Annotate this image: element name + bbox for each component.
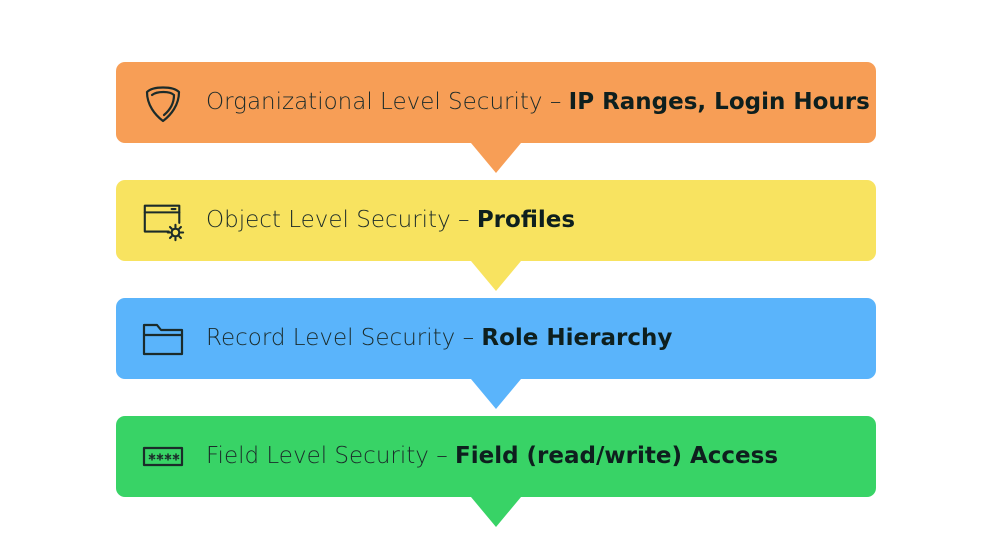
tier-separator: –	[458, 207, 470, 233]
tier-detail: Field (read/write) Access	[455, 443, 779, 469]
shield-icon	[140, 80, 186, 126]
tier-level-name: Field Level Security	[206, 443, 429, 469]
tier-detail: IP Ranges, Login Hours	[568, 89, 870, 115]
tier-label: Field Level Security – Field (read/write…	[206, 416, 856, 497]
tier-level-name: Object Level Security	[206, 207, 451, 233]
tier-level-name: Organizational Level Security	[206, 89, 543, 115]
tier-label: Object Level Security – Profiles	[206, 180, 856, 261]
folder-icon	[140, 316, 186, 362]
tier-record-level: Record Level Security – Role Hierarchy	[116, 298, 876, 409]
tier-label: Record Level Security – Role Hierarchy	[206, 298, 856, 379]
tier-separator: –	[549, 89, 562, 115]
tier-separator: –	[436, 443, 448, 469]
tier-level-name: Record Level Security	[206, 325, 456, 351]
tier-object-level: Object Level Security – Profiles	[116, 180, 876, 291]
tier-detail: Role Hierarchy	[481, 325, 673, 351]
tier-separator: –	[462, 325, 475, 351]
tier-field-level: Field Level Security – Field (read/write…	[116, 416, 876, 527]
tier-label: Organizational Level Security – IP Range…	[206, 62, 870, 143]
password-field-icon	[140, 434, 186, 480]
tier-detail: Profiles	[476, 207, 576, 233]
browser-gear-icon	[140, 198, 186, 244]
tier-organizational-level: Organizational Level Security – IP Range…	[116, 62, 876, 173]
